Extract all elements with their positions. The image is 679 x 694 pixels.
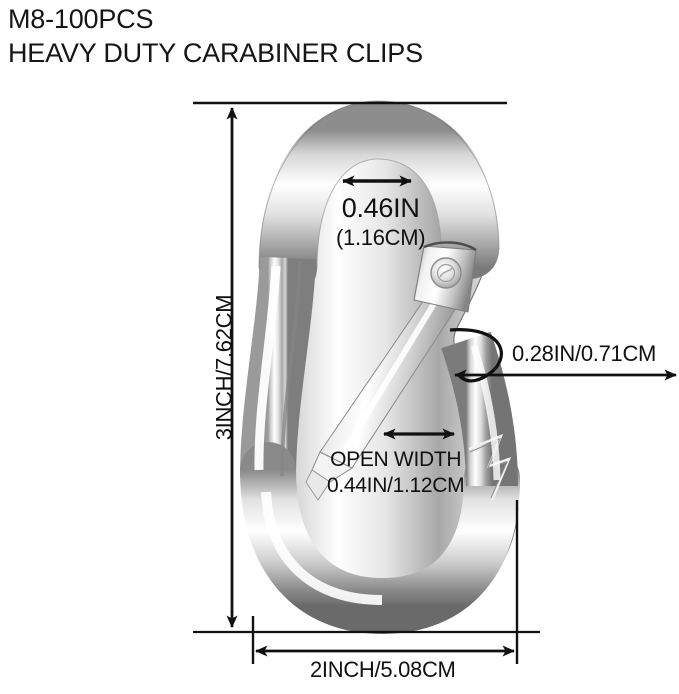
gate-highlight — [341, 290, 444, 454]
gate-tip-lower-flare — [305, 469, 331, 501]
product-title: M8-100PCS HEAVY DUTY CARABINER CLIPS — [8, 2, 628, 70]
body-shade-left-edge — [280, 261, 302, 477]
bar-thickness-label: 0.28IN/0.71CM — [512, 341, 657, 366]
dimension-annotations — [193, 101, 677, 664]
product-title-line-1: M8-100PCS — [8, 4, 154, 34]
overall-width-label: 2INCH/5.08CM — [310, 657, 456, 682]
carabiner-catch-notch-shadow — [469, 437, 508, 499]
carabiner-top-eye-inner-outline — [316, 158, 442, 269]
carabiner-body — [240, 100, 520, 635]
body-highlight-right — [470, 344, 501, 481]
gate-hinge-sleeve-top-edge — [423, 241, 477, 252]
product-title-line-2: HEAVY DUTY CARABINER CLIPS — [8, 38, 423, 68]
rivet-pin-inner — [436, 263, 456, 283]
open-width-caption: OPEN WIDTH — [330, 448, 462, 471]
open-width-label: OPEN WIDTH 0.44IN/1.12CM — [327, 447, 465, 499]
carabiner-top-eye — [259, 100, 499, 297]
eye-width-label: 0.46IN (1.16CM) — [336, 193, 426, 251]
eye-width-imperial: 0.46IN — [341, 193, 420, 223]
eye-width-metric: (1.16CM) — [336, 225, 426, 250]
carabiner-top-eye-outline — [258, 100, 500, 269]
rivet-pin-icon — [430, 257, 462, 289]
body-highlight-bottom — [261, 491, 383, 605]
body-highlight-left — [254, 265, 281, 471]
rivet-slot — [439, 267, 453, 278]
open-width-value: 0.44IN/1.12CM — [327, 474, 465, 497]
overall-length-label: 3INCH/7.62CM — [211, 294, 237, 441]
